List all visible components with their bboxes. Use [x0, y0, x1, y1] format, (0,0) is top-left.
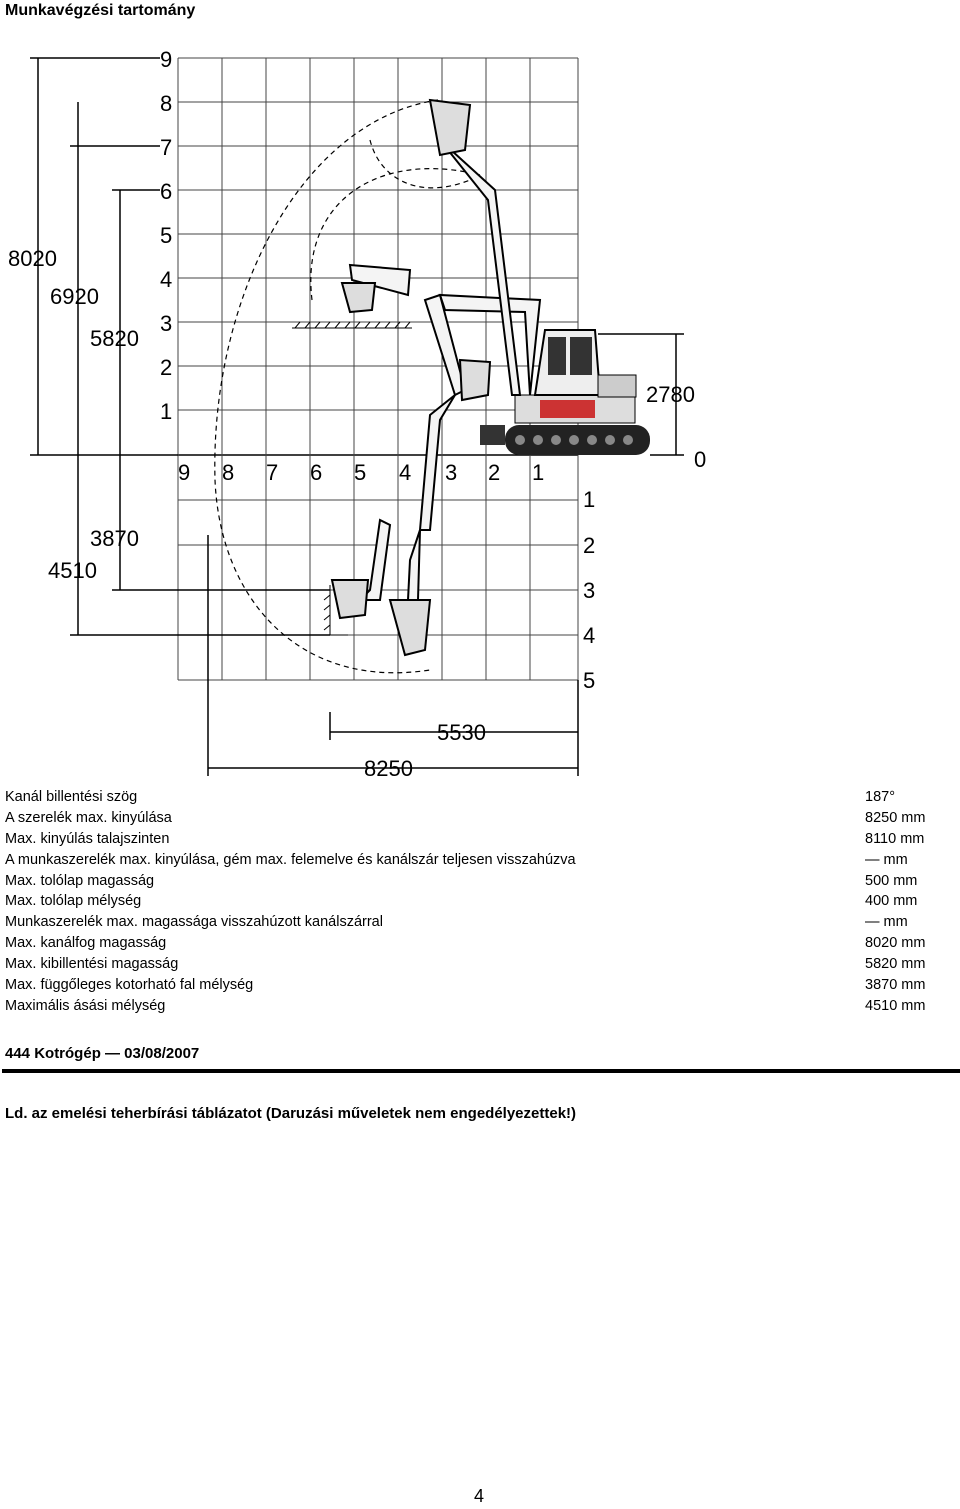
spec-value: 8250 mm: [865, 809, 926, 826]
spec-row: Maximális ásási mélység 4510 mm: [5, 996, 940, 1017]
spec-value: 3870 mm: [865, 977, 926, 994]
col-label-8: 8: [222, 460, 234, 485]
spec-value: — mm: [865, 914, 908, 931]
row-label-3: 3: [160, 311, 172, 336]
spec-value: 8020 mm: [865, 935, 926, 952]
left-dimension-lines: [30, 57, 330, 636]
dim-8020: 8020: [8, 246, 57, 271]
spec-label: Munkaszerelék max. magassága visszahúzot…: [5, 914, 383, 931]
row-label-5: 5: [160, 223, 172, 248]
row-label-9: 9: [160, 47, 172, 72]
bottom-dimension-lines: [207, 535, 579, 776]
spec-table: Kanál billentési szög 187° A szerelék max…: [5, 787, 940, 1017]
row-label-8: 8: [160, 91, 172, 116]
spec-value: 400 mm: [865, 893, 918, 910]
spec-label: Max. tolólap magasság: [5, 872, 155, 889]
spec-value: 4510 mm: [865, 997, 926, 1014]
lifting-capacity-note: Ld. az emelési teherbírási táblázatot (D…: [5, 1105, 577, 1122]
reach-envelope: [214, 99, 439, 674]
row-label-7: 7: [160, 135, 172, 160]
right-dimension-lines: [598, 333, 684, 456]
depth-label-1: 1: [583, 487, 595, 512]
spec-label: A munkaszerelék max. kinyúlása, gém max.…: [5, 851, 576, 868]
working-range-diagram: 8020 6920 5820 3870 4510 9 8 7 6 5 4 3 2…: [8, 47, 706, 780]
spec-label: Maximális ásási mélység: [5, 997, 166, 1014]
page-title: Munkavégzési tartomány: [5, 2, 196, 19]
row-label-2: 2: [160, 355, 172, 380]
col-label-4: 4: [399, 460, 411, 485]
col-label-3: 3: [445, 460, 457, 485]
spec-value: — mm: [865, 851, 908, 868]
spec-row: Max. függőleges kotorható fal mélység 387…: [5, 975, 940, 996]
page-number: 4: [474, 1486, 485, 1506]
spec-value: 8110 mm: [865, 830, 925, 847]
spec-label: Max. kibillentési magasság: [5, 956, 179, 973]
spec-label: Max. tolólap mélység: [5, 893, 142, 910]
dim-8250: 8250: [364, 756, 413, 780]
model-heading: 444 Kotrógép — 03/08/2007: [5, 1045, 200, 1062]
spec-row: Kanál billentési szög 187°: [5, 787, 940, 808]
depth-label-4: 4: [583, 623, 595, 648]
divider: [2, 1069, 960, 1073]
dim-6920: 6920: [50, 284, 99, 309]
ground-zero-label: 0: [694, 447, 706, 472]
spec-row: A munkaszerelék max. kinyúlása, gém max.…: [5, 850, 940, 871]
spec-label: Max. kanálfog magasság: [5, 935, 167, 952]
col-label-7: 7: [266, 460, 278, 485]
spec-label: Max. függőleges kotorható fal mélység: [5, 977, 254, 994]
top-envelope: [369, 139, 471, 189]
spec-label: A szerelék max. kinyúlása: [5, 809, 172, 826]
depth-label-3: 3: [583, 578, 595, 603]
col-label-2: 2: [488, 460, 500, 485]
spec-label: Kanál billentési szög: [5, 789, 138, 805]
depth-label-2: 2: [583, 533, 595, 558]
col-label-9: 9: [178, 460, 190, 485]
spec-value: 187°: [865, 789, 895, 805]
spec-row: Max. kibillentési magasság 5820 mm: [5, 954, 940, 975]
row-label-6: 6: [160, 179, 172, 204]
spec-row: Max. kanálfog magasság 8020 mm: [5, 933, 940, 954]
inner-envelope: [310, 168, 481, 301]
spec-row: Munkaszerelék max. magassága visszahúzot…: [5, 912, 940, 933]
spec-row: Max. tolólap magasság 500 mm: [5, 871, 940, 892]
excavator-illustration: [330, 98, 650, 657]
spec-row: A szerelék max. kinyúlása 8250 mm: [5, 808, 940, 829]
dim-5530: 5530: [437, 720, 486, 745]
spec-row: Max. kinyúlás talajszinten 8110 mm: [5, 829, 940, 850]
ground-hatch: [292, 321, 412, 636]
spec-row: Max. tolólap mélység 400 mm: [5, 891, 940, 912]
row-label-1: 1: [160, 399, 172, 424]
spec-label: Max. kinyúlás talajszinten: [5, 830, 170, 847]
dim-3870: 3870: [90, 526, 139, 551]
dim-5820: 5820: [90, 326, 139, 351]
dim-2780: 2780: [646, 382, 695, 407]
spec-value: 500 mm: [865, 872, 918, 889]
col-label-5: 5: [354, 460, 366, 485]
spec-value: 5820 mm: [865, 956, 926, 973]
dim-4510: 4510: [48, 558, 97, 583]
row-label-4: 4: [160, 267, 172, 292]
col-label-6: 6: [310, 460, 322, 485]
col-label-1: 1: [532, 460, 544, 485]
depth-label-5: 5: [583, 668, 595, 693]
